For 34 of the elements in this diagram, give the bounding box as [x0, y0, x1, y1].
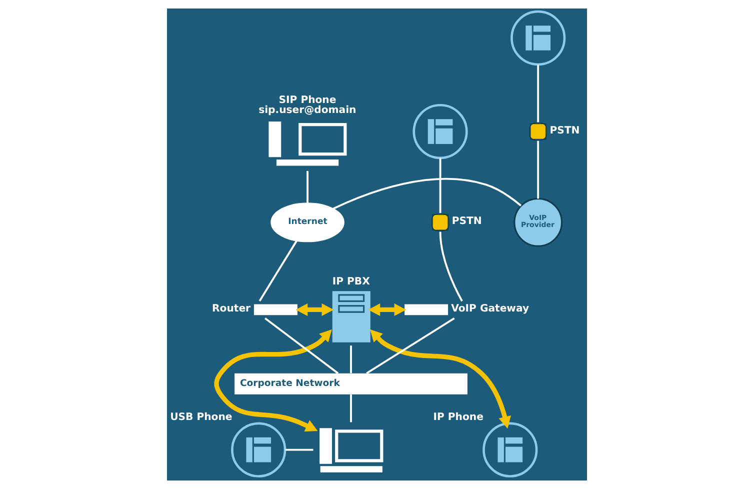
- arrow: [370, 329, 511, 429]
- node-label: IP Phone: [433, 412, 484, 423]
- connector: [366, 317, 455, 374]
- node-label: USB Phone: [170, 412, 232, 423]
- node-label: IP PBX: [332, 276, 370, 288]
- node-ellipse: Internet: [270, 202, 344, 242]
- node-circle: [231, 422, 286, 478]
- connector: [439, 232, 463, 302]
- connector: [285, 448, 314, 451]
- connector: [537, 64, 540, 122]
- node-label: PSTN: [550, 125, 580, 136]
- connector: [350, 346, 352, 374]
- node-circle: [482, 422, 538, 478]
- node-box: [404, 304, 448, 316]
- connector: [306, 170, 308, 203]
- arrow: [214, 329, 332, 432]
- node-label: VoIP Gateway: [451, 304, 530, 315]
- connector: [264, 317, 339, 374]
- arrow: [296, 303, 334, 316]
- connector: [439, 158, 442, 214]
- connector: [537, 140, 540, 199]
- node-circle: [510, 10, 566, 66]
- node-circle: [412, 104, 468, 160]
- node-label: PSTN: [452, 216, 482, 228]
- node-box: [254, 304, 298, 316]
- connector: [332, 178, 522, 210]
- node-box: Corporate Network: [234, 373, 468, 394]
- connector: [258, 240, 298, 302]
- connector: [350, 394, 352, 422]
- arrow: [368, 303, 406, 316]
- node-label: SIP Phone: [278, 95, 336, 106]
- node-label: sip.user@domain: [258, 105, 356, 116]
- node-box: [332, 291, 370, 342]
- node-label: Router: [212, 304, 251, 315]
